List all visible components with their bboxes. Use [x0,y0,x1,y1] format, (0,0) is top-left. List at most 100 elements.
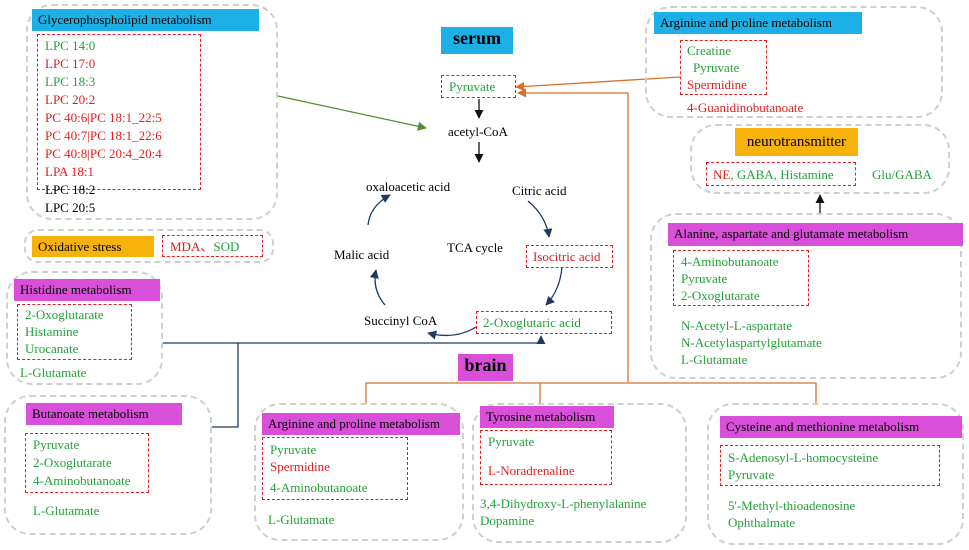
glycero-panel [26,4,278,220]
butanoate-item: 2-Oxoglutarate [33,455,112,470]
neurotransmitter-panel [690,124,950,194]
sod-label: SOD [213,239,240,254]
nt-separator: , [730,167,737,182]
oxidative-highlight-box [162,235,263,257]
isocitric-box [526,245,613,268]
tca-succinyl-coa: Succinyl CoA [364,313,438,328]
tca-isocitric-acid: Isocitric acid [533,249,601,264]
histidine-title: Histidine metabolism [14,279,160,301]
glycero-item: PC 40:6|PC 18:1_22:5 [45,110,162,125]
tca-oxoglutaric-acid: 2-Oxoglutaric acid [483,315,581,330]
cysteine-extra: 5'-Methyl-thioadenosine [728,498,856,513]
glycero-item: LPC 14:0 [45,38,96,53]
histidine-highlight-box [17,304,132,360]
neurotransmitter-title: neurotransmitter [735,128,858,156]
glycero-item: LPC 20:5 [45,200,96,215]
tyrosine-item: L-Noradrenaline [488,463,575,478]
isocitric-to-oxoglutaric-arrow [545,266,563,306]
malic-to-oxaloacetic-arrow [367,194,391,226]
arginine-serum-item: Pyruvate [693,60,740,75]
neurotransmitter-values: NE, GABA, Histamine [713,166,834,183]
cysteine-panel [707,403,964,545]
nt-separator: , [773,167,781,182]
tyrosine-highlight-box [480,430,612,485]
tyrosine-item: Pyruvate [488,434,535,449]
arginine-serum-item: Spermidine [687,77,747,92]
brain-branch-line [365,382,817,403]
brain-to-pyruvate-line [517,88,629,382]
alanine-extra: N-Acetylaspartylglutamate [681,335,822,350]
histamine-label: Histamine [780,167,834,182]
cysteine-extra: Ophthalmate [728,515,796,530]
butanoate-extra: L-Glutamate [33,503,100,518]
glycero-item: LPC 20:2 [45,92,96,107]
oxidative-values: MDA、SOD [170,238,239,255]
glycero-title: Glycerophospholipid metabolism [32,9,259,31]
alanine-item: 4-Aminobutanoate [681,254,779,269]
tyrosine-extra: 3,4-Dihydroxy-L-phenylalanine [480,496,647,511]
glycero-to-acetyl-arrow [277,95,427,131]
oxidative-title: Oxidative stress [32,236,154,257]
arginine-brain-panel [254,403,464,541]
tca-citric-acid: Citric acid [512,183,567,198]
arginine-brain-title: Arginine and proline metabolism [262,413,460,435]
citric-to-isocitric-arrow [527,200,553,238]
glycero-highlight-box [37,34,201,190]
succinyl-to-malic-arrow [369,269,386,306]
tca-cycle-label: TCA cycle [447,240,503,255]
mda-sod-separator: 、 [200,239,214,254]
alanine-item: Pyruvate [681,271,728,286]
arginine-brain-item: 4-Aminobutanoate [270,480,368,495]
glycero-item: LPA 18:1 [45,164,95,179]
butanoate-to-oxoglutaric-line [212,343,239,428]
alanine-title: Alanine, aspartate and glutamate metabol… [668,223,963,246]
tyrosine-title: Tyrosine metabolism [480,406,614,428]
brain-label: brain [458,354,513,381]
butanoate-item: Pyruvate [33,437,80,452]
histidine-item: Histamine [25,324,79,339]
alanine-highlight-box [673,250,809,306]
glycero-item: PC 40:8|PC 20:4_20:4 [45,146,162,161]
butanoate-highlight-box [25,433,149,493]
gaba-label: GABA [736,167,774,182]
alanine-extra: N-Acetyl-L-aspartate [681,318,793,333]
ne-label: NE [713,167,731,182]
glycero-item: PC 40:7|PC 18:1_22:6 [45,128,162,143]
histidine-extra: L-Glutamate [20,365,87,380]
butanoate-panel [4,395,212,535]
neurotransmitter-highlight-box [706,162,856,186]
cysteine-highlight-box [720,445,940,486]
tca-pyruvate: Pyruvate [449,79,496,94]
butanoate-item: 4-Aminobutanoate [33,473,131,488]
glycero-item: LPC 18:3 [45,74,96,89]
arginine-brain-highlight-box [262,437,408,500]
arginine-brain-item: Pyruvate [270,442,317,457]
cysteine-title: Cysteine and methionine metabolism [720,416,962,438]
tyrosine-extra: Dopamine [480,513,535,528]
tca-acetyl-coa: acetyl-CoA [448,124,508,139]
arginine-serum-panel [645,6,943,118]
butanoate-title: Butanoate metabolism [26,403,182,425]
alanine-item: 2-Oxoglutarate [681,288,760,303]
histidine-item: Urocanate [25,341,79,356]
glycero-item: LPC 17:0 [45,56,96,71]
oxoglutaric-box [476,311,612,334]
cysteine-item: Pyruvate [728,467,775,482]
alanine-extra: L-Glutamate [681,352,748,367]
pyruvate-serum-box [441,75,516,98]
oxidative-panel [24,229,274,263]
arginine-serum-highlight-box [680,40,767,95]
cysteine-item: S-Adenosyl-L-homocysteine [728,450,879,465]
neurotransmitter-extra: Glu/GABA [872,167,932,182]
arginine-brain-extra: L-Glutamate [268,512,335,527]
arginine-serum-item: Creatine [687,43,732,58]
arginine-serum-title: Arginine and proline metabolism [654,12,862,34]
arginine-serum-extra: 4-Guanidinobutanoate [687,100,804,115]
tca-malic-acid: Malic acid [334,247,390,262]
mda-label: MDA [170,239,201,254]
histidine-to-oxoglutaric-line [163,335,546,345]
glycero-item: LPC 18:2 [45,182,96,197]
tyrosine-panel [472,403,687,543]
histidine-panel [6,271,163,385]
